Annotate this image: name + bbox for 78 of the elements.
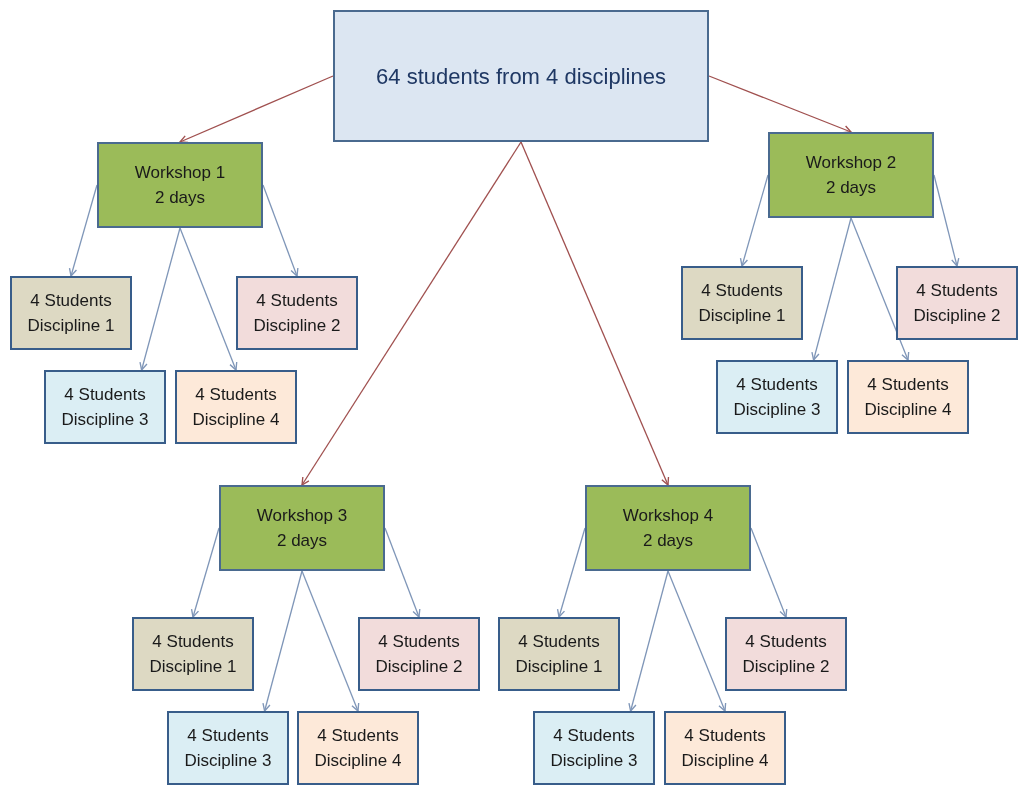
- box-label: 4 Students: [701, 279, 783, 302]
- arrow: [139, 227, 181, 371]
- box-label: 4 Students: [745, 630, 827, 653]
- box-label: Discipline 1: [698, 305, 786, 327]
- arrow: [301, 570, 360, 712]
- box-label: Discipline 4: [314, 750, 402, 772]
- box-label: 4 Students: [256, 289, 338, 312]
- workshop-box: [768, 132, 934, 218]
- arrow: [520, 141, 670, 486]
- box-label: 2 days: [154, 187, 206, 209]
- root-box: [333, 10, 709, 142]
- box-label: 4 Students: [317, 724, 399, 747]
- group-box: [132, 617, 254, 691]
- box-label: Discipline 1: [515, 656, 603, 678]
- group-box: [175, 370, 297, 444]
- box-label: 2 days: [276, 530, 328, 552]
- group-box: [896, 266, 1018, 340]
- group-box: [44, 370, 166, 444]
- arrow: [850, 217, 910, 361]
- box-label: 4 Students: [518, 630, 600, 653]
- box-label: 4 Students: [867, 373, 949, 396]
- box-label: 4 Students: [195, 383, 277, 406]
- group-box: [498, 617, 620, 691]
- workshop-box: [585, 485, 751, 571]
- box-label: 4 Students: [916, 279, 998, 302]
- arrow: [190, 527, 220, 618]
- box-label: Discipline 4: [681, 750, 769, 772]
- box-label: Workshop 2: [805, 151, 897, 174]
- box-label: Discipline 3: [184, 750, 272, 772]
- box-label: 4 Students: [152, 630, 234, 653]
- arrow: [301, 141, 522, 486]
- box-label: 2 days: [642, 530, 694, 552]
- arrow: [739, 174, 769, 267]
- group-box: [297, 711, 419, 785]
- arrow: [179, 75, 334, 144]
- group-box: [533, 711, 655, 785]
- group-box: [167, 711, 289, 785]
- box-label: Discipline 2: [913, 305, 1001, 327]
- group-box: [358, 617, 480, 691]
- box-label: 4 Students: [378, 630, 460, 653]
- box-label: Discipline 4: [192, 409, 280, 431]
- box-label: Discipline 3: [733, 399, 821, 421]
- arrow: [628, 570, 669, 712]
- box-label: Discipline 1: [149, 656, 237, 678]
- box-label: 4 Students: [187, 724, 269, 747]
- arrow: [262, 570, 303, 712]
- workshop-box: [97, 142, 263, 228]
- box-label: Discipline 4: [864, 399, 952, 421]
- box-label: Discipline 2: [375, 656, 463, 678]
- box-label: 2 days: [825, 177, 877, 199]
- arrow: [708, 75, 852, 134]
- group-box: [10, 276, 132, 350]
- group-box: [847, 360, 969, 434]
- box-label: Discipline 2: [742, 656, 830, 678]
- arrow: [179, 227, 238, 371]
- box-label: 4 Students: [30, 289, 112, 312]
- box-label: 4 Students: [553, 724, 635, 747]
- box-label: Workshop 4: [622, 504, 714, 527]
- group-box: [725, 617, 847, 691]
- arrow: [667, 570, 727, 712]
- box-label: Discipline 3: [550, 750, 638, 772]
- group-box: [716, 360, 838, 434]
- arrow: [811, 217, 852, 361]
- group-box: [664, 711, 786, 785]
- box-label: Discipline 1: [27, 315, 115, 337]
- box-label: Workshop 3: [256, 504, 348, 527]
- box-label: Discipline 3: [61, 409, 149, 431]
- arrow: [68, 184, 98, 277]
- box-label: 64 students from 4 disciplines: [376, 62, 666, 91]
- workshop-box: [219, 485, 385, 571]
- box-label: 4 Students: [64, 383, 146, 406]
- box-label: 4 Students: [684, 724, 766, 747]
- arrow: [556, 527, 586, 618]
- box-label: Discipline 2: [253, 315, 341, 337]
- box-label: 4 Students: [736, 373, 818, 396]
- box-label: Workshop 1: [134, 161, 226, 184]
- group-box: [236, 276, 358, 350]
- group-box: [681, 266, 803, 340]
